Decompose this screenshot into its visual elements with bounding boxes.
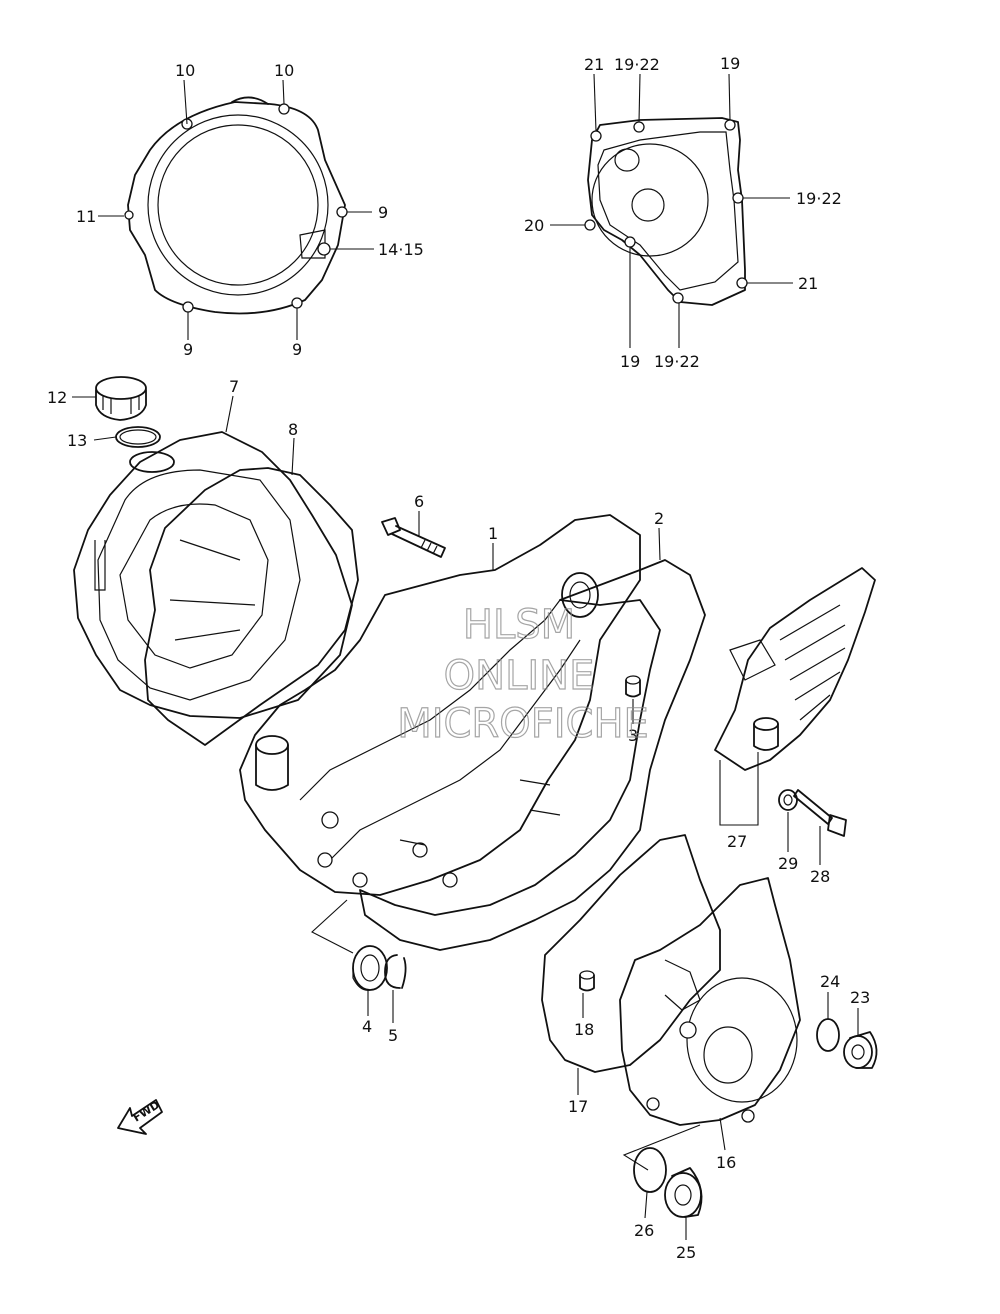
- gasket-8: [144, 467, 359, 746]
- callout-26: 26: [634, 1221, 654, 1240]
- callout-2: 2: [654, 509, 664, 528]
- callout-29: 29: [778, 854, 798, 873]
- callout-24: 24: [820, 972, 840, 991]
- oil-filler-cap: [95, 376, 147, 421]
- callout-25: 25: [676, 1243, 696, 1262]
- callout-19-22b: 19·22: [796, 189, 842, 208]
- callout-13: 13: [67, 431, 87, 450]
- callout-28: 28: [810, 867, 830, 886]
- callout-20: 20: [524, 216, 544, 235]
- callout-19b: 19: [620, 352, 640, 371]
- clutch-cover-outer: [124, 96, 348, 315]
- callout-19-22a: 19·22: [614, 55, 660, 74]
- watermark-line-1: HLSM: [463, 602, 575, 648]
- oring-24: [816, 1018, 840, 1052]
- callout-11: 11: [76, 207, 96, 226]
- callout-9c: 9: [292, 340, 302, 359]
- fwd-arrow: FWD: [117, 1098, 163, 1135]
- dowel-pin-18: [579, 970, 595, 992]
- callout-3: 3: [628, 726, 638, 745]
- callout-18: 18: [574, 1020, 594, 1039]
- gasket-17: [541, 834, 721, 1073]
- dowel-pin-3: [625, 675, 641, 698]
- crankcase-cover-1: [239, 514, 641, 896]
- circlip-5: [384, 954, 407, 989]
- callout-21a: 21: [584, 55, 604, 74]
- callout-7: 7: [229, 377, 239, 396]
- callout-10a: 10: [175, 61, 195, 80]
- oil-seal-4: [352, 945, 388, 991]
- magneto-cover-outer: [584, 117, 748, 306]
- callout-17: 17: [568, 1097, 588, 1116]
- oring-26: [633, 1147, 667, 1193]
- callout-9a: 9: [378, 203, 388, 222]
- callout-23: 23: [850, 988, 870, 1007]
- callout-labels: 10 10 11 9 14·15 9 9 21 19·22 19 19·22 2…: [47, 54, 870, 1262]
- watermark: HLSM ONLINE MICROFICHE: [397, 601, 650, 747]
- bolt-6: [381, 517, 446, 558]
- watermark-line-3: MICROFICHE: [397, 701, 649, 747]
- callout-5: 5: [388, 1026, 398, 1045]
- gasket-2: [359, 559, 706, 951]
- callout-14-15: 14·15: [378, 240, 424, 259]
- callout-16: 16: [716, 1153, 736, 1172]
- chain-guard: [714, 567, 876, 771]
- bolt-28: [793, 789, 847, 837]
- callout-12: 12: [47, 388, 67, 407]
- plug-23: [843, 1031, 878, 1069]
- callout-6: 6: [414, 492, 424, 511]
- washer-29: [778, 789, 798, 811]
- callout-1: 1: [488, 524, 498, 543]
- leader-lines: [72, 73, 859, 1240]
- callout-27: 27: [727, 832, 747, 851]
- callout-21b: 21: [798, 274, 818, 293]
- magneto-cover-16: [619, 877, 801, 1126]
- callout-9b: 9: [183, 340, 193, 359]
- clutch-cover-7: [73, 431, 353, 719]
- callout-10b: 10: [274, 61, 294, 80]
- plug-25: [664, 1167, 703, 1218]
- watermark-line-2: ONLINE: [444, 653, 595, 699]
- callout-19a: 19: [720, 54, 740, 73]
- callout-8: 8: [288, 420, 298, 439]
- callout-19-22c: 19·22: [654, 352, 700, 371]
- spacer-27: [753, 717, 779, 751]
- callout-4: 4: [362, 1017, 372, 1036]
